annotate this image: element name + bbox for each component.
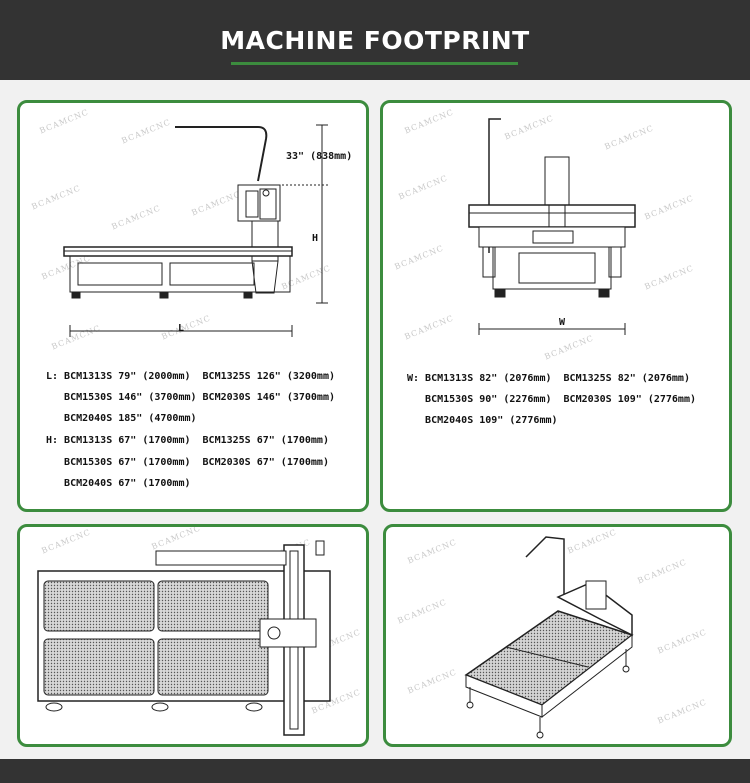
spec-line: BCM1530S 90" (2276mm) BCM2030S 109" (277… [407,394,696,405]
spec-line: BCM2040S 67" (1700mm) [46,478,191,489]
top-view-panel: BCAMCNC BCAMCNC BCAMCNC BCAMCNC BCAMCNC [17,524,369,747]
dimension-h-label: H [312,233,319,244]
side-view-panel: BCAMCNC BCAMCNC BCAMCNC BCAMCNC BCAMCNC … [17,100,369,512]
spec-line: H: BCM1313S 67" (1700mm) BCM1325S 67" (1… [46,435,329,446]
side-view-drawing [63,124,328,337]
spec-line: BCM2040S 185" (4700mm) [46,413,197,424]
spec-line: BCM1530S 146" (3700mm) BCM2030S 146" (37… [46,392,335,403]
isometric-view-drawing [464,536,634,739]
header-bar: MACHINE FOOTPRINT [0,0,750,80]
spec-line: L: BCM1313S 79" (2000mm) BCM1325S 126" (… [46,371,335,382]
spec-line: W: BCM1313S 82" (2076mm) BCM1325S 82" (2… [407,373,690,384]
front-view-drawing [468,118,636,335]
height-label-33in: 33" (838mm) [286,151,353,162]
spec-line: BCM1530S 67" (1700mm) BCM2030S 67" (1700… [46,457,329,468]
page-title: MACHINE FOOTPRINT [220,26,530,55]
isometric-view-panel: BCAMCNC BCAMCNC BCAMCNC BCAMCNC BCAMCNC … [383,524,732,747]
top-view-drawing [37,540,331,736]
dimension-w-label: W [559,317,566,328]
footer-bar [0,759,750,783]
title-underline [231,62,518,65]
dimension-l-label: L [178,323,185,334]
spec-line: BCM2040S 109" (2776mm) [407,415,558,426]
front-view-panel: BCAMCNC BCAMCNC BCAMCNC BCAMCNC BCAMCNC … [380,100,732,512]
